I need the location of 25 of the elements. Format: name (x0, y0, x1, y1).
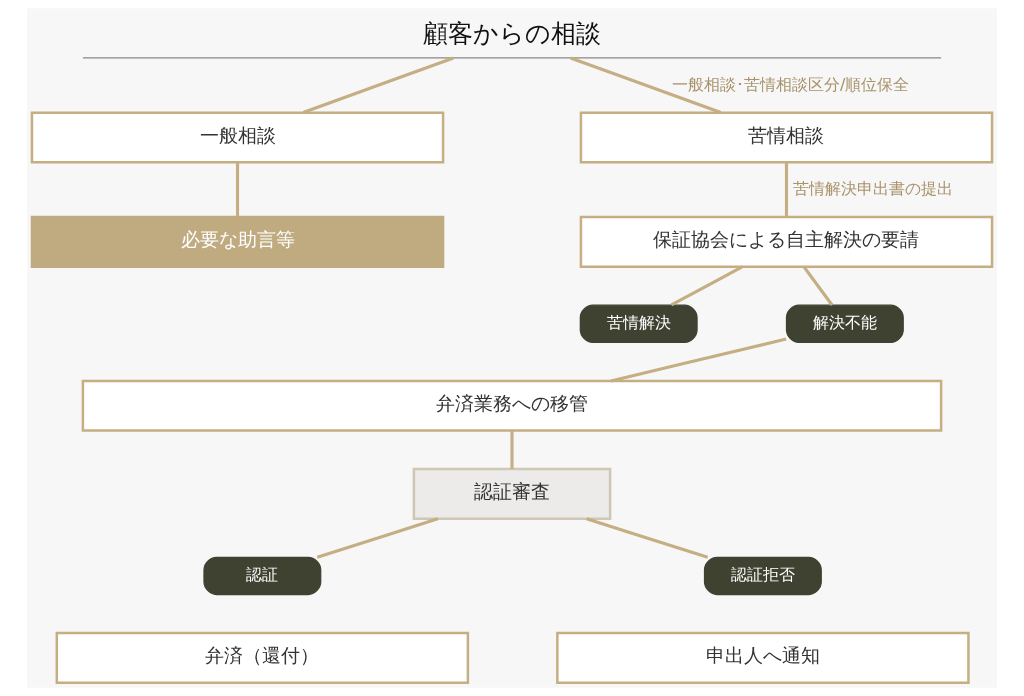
node-box: 弁済（還付） (55, 631, 470, 684)
node-text: 顧客からの相談 (423, 18, 601, 48)
node-box: 必要な助言等 (30, 215, 445, 268)
node-box: 保証協会による自主解決の要請 (579, 215, 994, 268)
node-box: 認証審査 (412, 467, 612, 520)
node-box: 弁済業務への移管 (81, 379, 943, 432)
node-box: 解決不能 (785, 304, 904, 344)
edge-label: 苦情解決申出書の提出 (793, 178, 954, 198)
node-box: 申出人へ通知 (556, 631, 970, 684)
connector (570, 56, 722, 114)
edge-label: 一般相談･苦情相談区分/順位保全 (672, 74, 910, 94)
connector (610, 337, 787, 383)
connector (670, 265, 744, 307)
connector (802, 266, 834, 306)
connector (316, 517, 439, 559)
node-box: 苦情解決 (579, 304, 698, 344)
node-box: 認証拒否 (703, 556, 822, 596)
connector (510, 430, 514, 469)
connector (302, 56, 454, 114)
connector (586, 517, 709, 559)
node-box: 苦情相談 (579, 111, 994, 164)
node-box: 一般相談 (30, 111, 445, 164)
connector (784, 162, 789, 217)
connector (235, 162, 240, 217)
node-box: 認証 (203, 556, 322, 596)
